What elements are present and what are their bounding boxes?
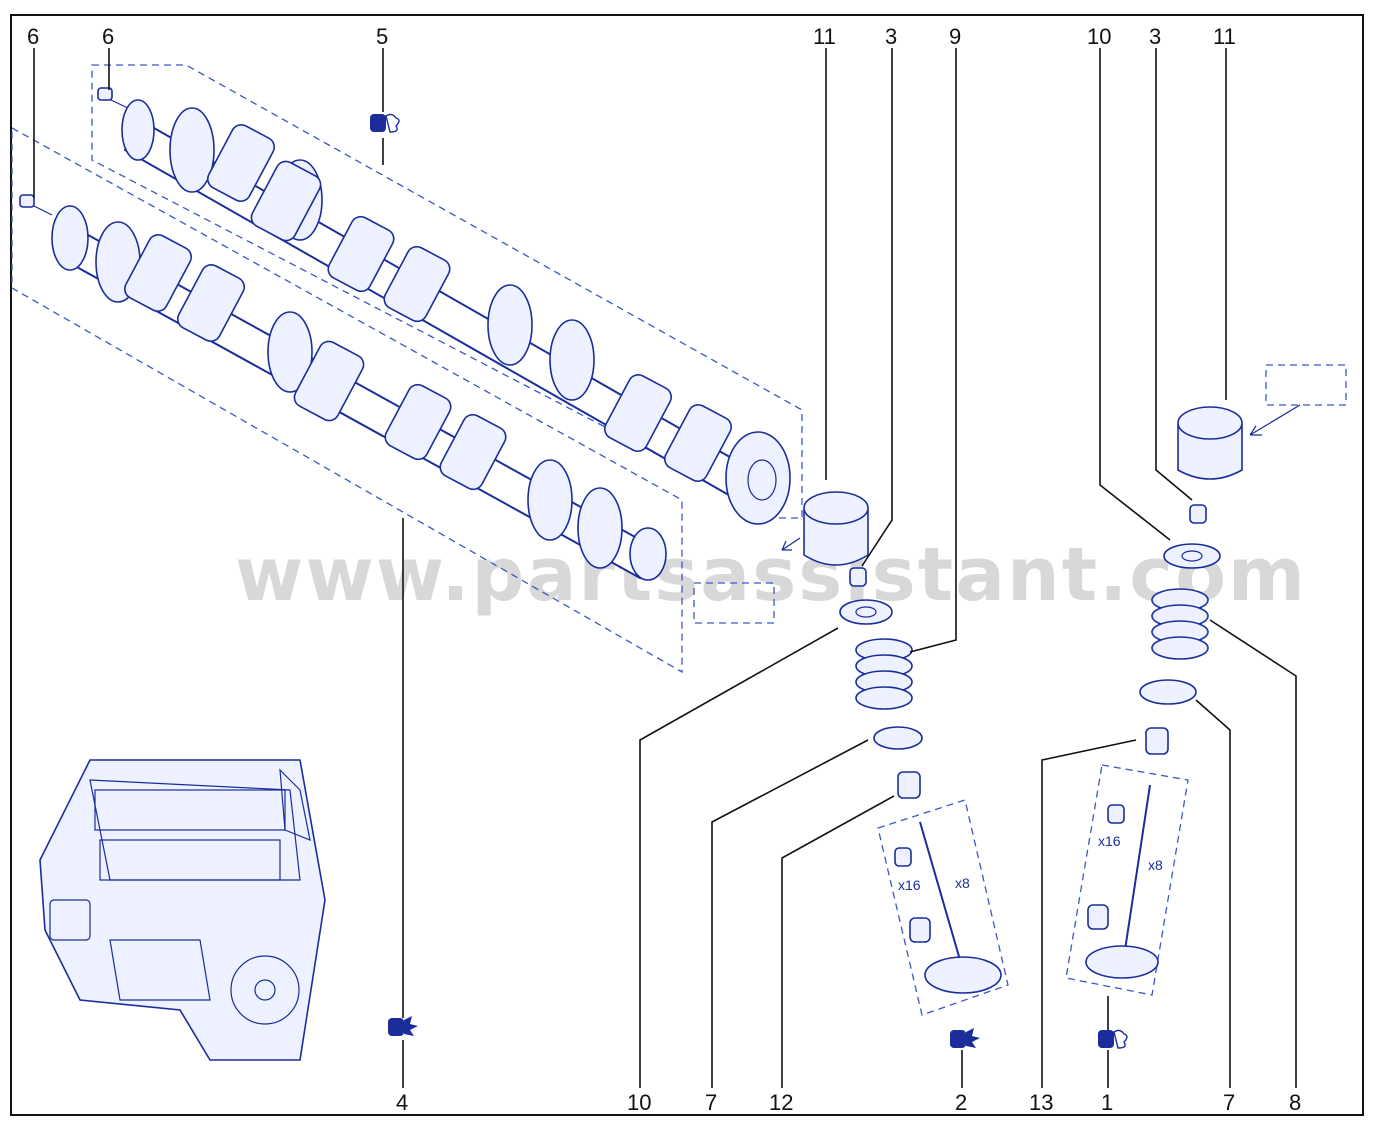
left-valve-group-box [877,799,1009,1016]
grease-icon [950,1028,980,1048]
qty-right-x8: x8 [1148,857,1163,873]
callout-3-right: 3 [1149,24,1161,49]
callout-11-left: 11 [813,24,836,49]
valve-cotter-left[interactable] [849,567,867,587]
callout-12: 12 [769,1090,793,1115]
callout-10-top: 10 [1087,24,1111,49]
leader-lines [33,48,1297,1088]
valve-spring-left[interactable] [855,638,913,710]
valve-cotter-right[interactable] [1189,504,1207,524]
valve-left[interactable] [919,821,961,961]
tappet-left[interactable] [803,509,869,566]
lower-camshaft-group-box [11,126,683,674]
valve-spring-right[interactable] [1151,588,1209,660]
upper-camshaft-sprocket [725,431,791,525]
tappet-left-ref-box [693,582,775,624]
upper-camshaft[interactable] [97,87,791,525]
qty-right-x16: x16 [1098,833,1121,849]
engine-thumbnail [39,759,326,1061]
diagram-frame [10,14,1364,1116]
dowel-pin-upper[interactable] [97,87,113,101]
qty-left-x16: x16 [898,877,921,893]
callout-4: 4 [396,1090,408,1115]
callout-9: 9 [949,24,961,49]
tappet-right-ref-box [1265,364,1347,406]
callout-6: 6 [102,24,114,49]
callout-7-left: 7 [705,1090,717,1115]
qty-left-x8: x8 [955,875,970,891]
spring-retainer-left[interactable] [839,599,893,625]
dowel-pin-lower[interactable] [19,194,35,208]
callout-6-left: 6 [27,24,39,49]
spring-seat-right[interactable] [1139,679,1197,705]
callout-10-bottom: 10 [627,1090,651,1115]
callout-7-right: 7 [1223,1090,1235,1115]
lower-camshaft[interactable] [19,194,667,581]
valve-stem-seal-right[interactable] [1145,727,1169,755]
grease-icon [388,1016,418,1036]
callout-3-left: 3 [885,24,897,49]
callout-2: 2 [955,1090,967,1115]
callout-1: 1 [1101,1090,1113,1115]
right-valve-assembly[interactable] [1065,364,1347,996]
callout-13: 13 [1029,1090,1053,1115]
tappet-right[interactable] [1177,424,1243,480]
watermark: www.partsassistant.com [235,532,1307,618]
valve-right[interactable] [1124,784,1151,951]
callout-8: 8 [1289,1090,1301,1115]
right-valve-group-box [1065,764,1189,996]
grease-icon [1098,1029,1128,1049]
upper-camshaft-group-box [91,64,803,519]
spring-seat-left[interactable] [873,726,923,750]
callout-11-right: 11 [1213,24,1236,49]
valve-stem-seal-left[interactable] [897,771,921,799]
left-valve-assembly[interactable] [693,491,1009,1016]
grease-icon [370,113,400,133]
spring-retainer-right[interactable] [1163,543,1221,569]
callout-5: 5 [376,24,388,49]
